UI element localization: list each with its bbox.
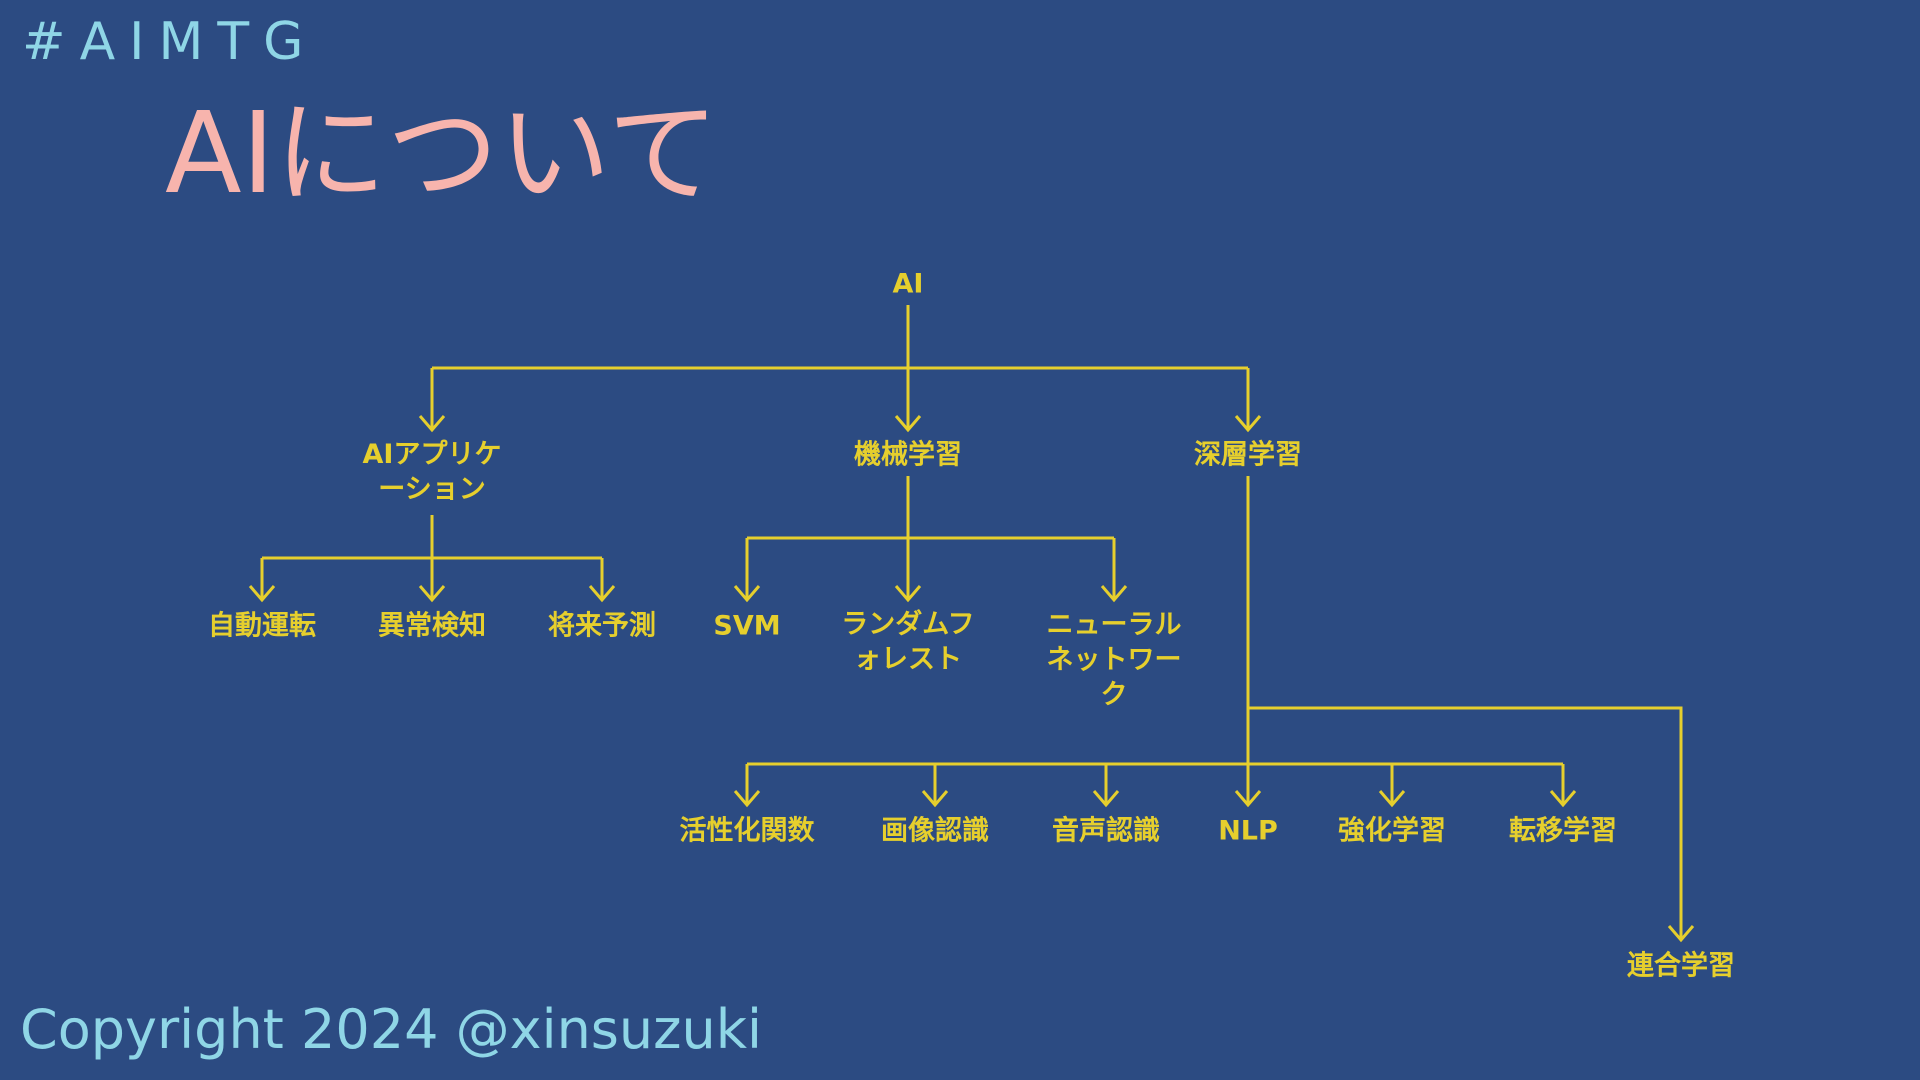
node-speech-recognition: 音声認識 <box>1052 815 1160 847</box>
node-transfer-learning: 転移学習 <box>1509 815 1617 847</box>
node-image-recognition: 画像認識 <box>881 815 989 847</box>
node-anomaly-detection: 異常検知 <box>378 610 486 642</box>
node-machine-learning: 機械学習 <box>854 439 962 471</box>
node-activation-function: 活性化関数 <box>679 815 815 847</box>
node-reinforcement-learning: 強化学習 <box>1338 815 1446 847</box>
node-ai-application: AIアプリケ ーション <box>362 439 502 505</box>
edge-group-ml <box>733 476 1128 603</box>
node-autonomous-driving: 自動運転 <box>208 610 316 642</box>
node-deep-learning: 深層学習 <box>1194 439 1302 471</box>
node-neural-network: ニューラル ネットワー ク <box>1046 609 1182 711</box>
hashtag: #AIMTG <box>22 12 318 72</box>
node-forecasting: 将来予測 <box>548 610 656 642</box>
node-svm: SVM <box>713 610 781 642</box>
edge-group-ai-app <box>248 515 616 603</box>
node-federated-learning: 連合学習 <box>1627 950 1735 982</box>
edge-group-dl <box>733 476 1695 943</box>
copyright-footer: Copyright 2024 @xinsuzuki <box>20 998 762 1061</box>
node-ai: AI <box>892 268 924 300</box>
page-title: AIについて <box>165 89 720 219</box>
node-random-forest: ランダムフ ォレスト <box>841 609 975 675</box>
edge-root-ai <box>418 305 1262 433</box>
node-nlp: NLP <box>1218 815 1278 847</box>
